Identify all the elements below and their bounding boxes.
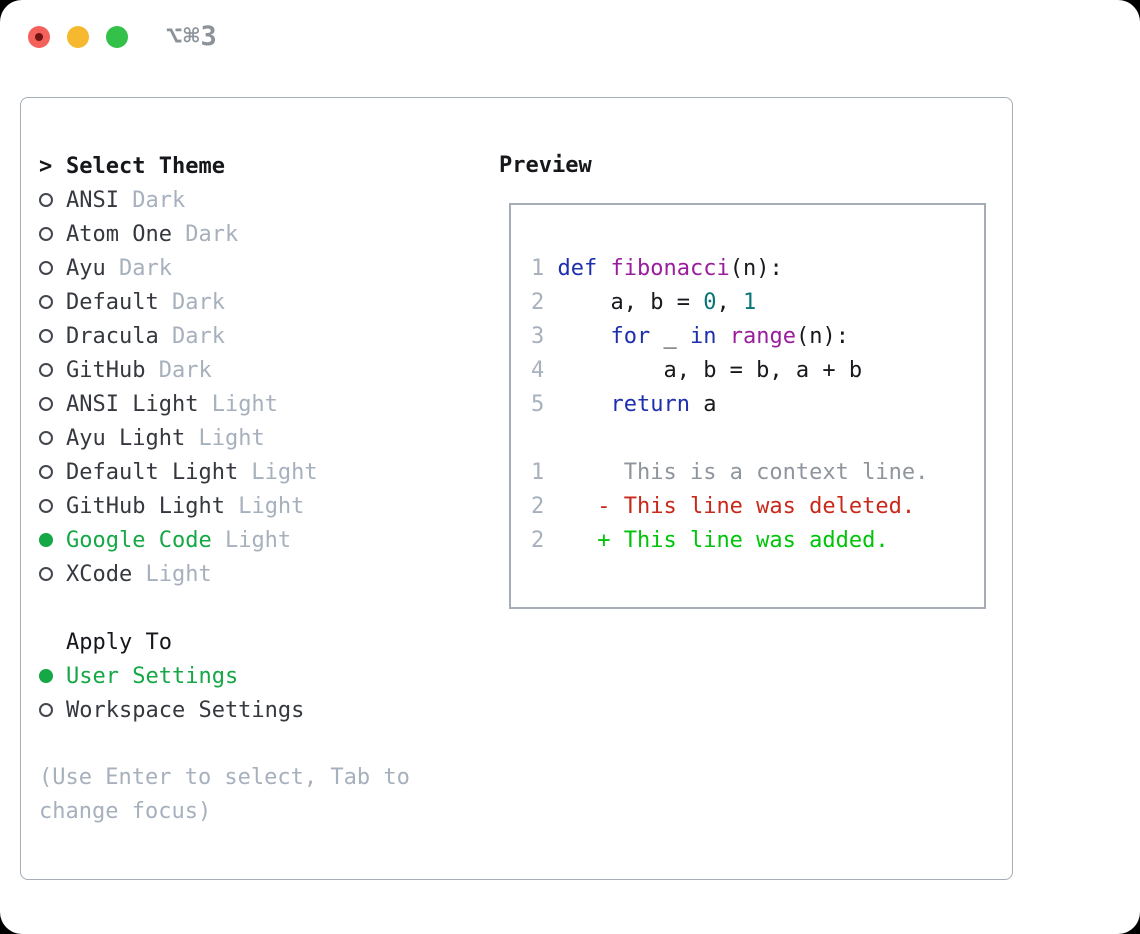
theme-name: Dracula [66,323,159,349]
radio-icon [39,363,53,377]
radio-icon [39,567,53,581]
theme-item-xcode-light[interactable]: XCode Light [39,557,473,591]
apply-option-workspace-settings[interactable]: Workspace Settings [39,693,473,727]
theme-name: ANSI Light [66,391,199,417]
code-line: 1 def fibonacci(n): [531,256,783,281]
radio-icon [39,261,53,275]
theme-variant: Dark [145,357,212,383]
radio-icon [39,397,53,411]
apply-to-title: Apply To [66,629,172,655]
radio-icon [39,431,53,445]
theme-name: GitHub Light [66,493,225,519]
radio-icon [39,703,53,717]
theme-variant: Light [185,425,265,451]
theme-name: Default [66,289,159,315]
theme-name: Atom One [66,221,172,247]
titlebar: ⌥⌘3 [0,0,1140,70]
code-line: 3 for _ in range(n): [531,324,849,349]
code-line: 4 a, b = b, a + b [531,358,863,383]
radio-selected-icon [39,669,53,683]
theme-name: Ayu Light [66,425,186,451]
apply-to-header: Apply To [39,625,473,659]
theme-name: ANSI [66,187,119,213]
close-dot-icon [35,33,43,41]
code-line: 2 a, b = 0, 1 [531,290,757,315]
minimize-traffic-light-icon[interactable] [67,26,89,48]
theme-item-atom-one-dark[interactable]: Atom One Dark [39,217,473,251]
theme-variant: Light [238,459,318,485]
theme-variant: Light [132,561,212,587]
theme-item-default-dark[interactable]: Default Dark [39,285,473,319]
code-line [531,422,984,456]
radio-icon [39,227,53,241]
theme-item-ayu-dark[interactable]: Ayu Dark [39,251,473,285]
radio-icon [39,295,53,309]
theme-item-dracula-dark[interactable]: Dracula Dark [39,319,473,353]
theme-item-github-light-light[interactable]: GitHub Light Light [39,489,473,523]
theme-name: Ayu [66,255,106,281]
theme-name: XCode [66,561,133,587]
preview-title: Preview [499,153,592,178]
window-title: ⌥⌘3 [166,21,218,52]
apply-option-label: User Settings [66,663,239,689]
code-line: 5 return a [531,392,717,417]
radio-icon [39,329,53,343]
radio-icon [39,499,53,513]
theme-variant: Dark [118,187,186,213]
theme-variant: Light [224,493,305,519]
apply-option-user-settings[interactable]: User Settings [39,659,473,693]
radio-icon [39,193,53,207]
hint-text: (Use Enter to select, Tab to change focu… [39,765,410,824]
code-preview: 1 def fibonacci(n): 2 a, b = 0, 1 3 for _ … [511,205,984,558]
theme-variant: Light [198,391,278,417]
select-theme-header: > Select Theme [39,149,473,183]
close-traffic-light-icon[interactable] [28,26,50,48]
theme-variant: Dark [158,323,225,349]
apply-option-label: Workspace Settings [66,697,305,723]
theme-item-ansi-light-light[interactable]: ANSI Light Light [39,387,473,421]
theme-item-default-light-light[interactable]: Default Light Light [39,455,473,489]
code-line: 1 This is a context line. [531,460,929,485]
theme-name: Google Code [66,527,212,553]
theme-name: GitHub [66,357,146,383]
theme-name: Default Light [66,459,239,485]
code-line: 2 + This line was added. [531,528,889,553]
theme-item-google-code-light[interactable]: Google Code Light [39,523,473,557]
theme-variant: Dark [105,255,172,281]
theme-item-ansi-dark[interactable]: ANSI Dark [39,183,473,217]
theme-variant: Dark [171,221,239,247]
radio-icon [39,465,53,479]
select-theme-title: Select Theme [66,153,225,179]
theme-variant: Light [211,527,292,553]
preview-box: 1 def fibonacci(n): 2 a, b = 0, 1 3 for _ … [509,203,986,609]
theme-item-ayu-light-light[interactable]: Ayu Light Light [39,421,473,455]
code-line: 2 - This line was deleted. [531,494,916,519]
cursor-icon: > [39,153,53,179]
zoom-traffic-light-icon[interactable] [106,26,128,48]
theme-item-github-dark[interactable]: GitHub Dark [39,353,473,387]
radio-selected-icon [39,533,53,547]
theme-variant: Dark [158,289,225,315]
